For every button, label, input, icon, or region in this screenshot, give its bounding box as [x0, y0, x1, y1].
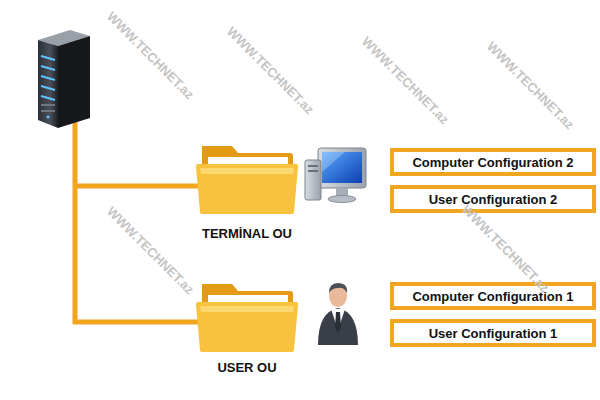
watermark: WWW.TECHNET.az — [483, 38, 576, 131]
folder-icon — [192, 276, 302, 356]
ou-folder: TERMİNAL OU — [188, 138, 306, 246]
watermark: WWW.TECHNET.az — [358, 33, 451, 126]
watermark: WWW.TECHNET.az — [103, 203, 196, 296]
watermark: WWW.TECHNET.az — [458, 201, 551, 294]
watermark: WWW.TECHNET.az — [223, 23, 316, 116]
config-label: User Configuration 1 — [429, 326, 558, 341]
ou-label: TERMİNAL OU — [188, 226, 306, 241]
server-icon — [38, 30, 90, 128]
config-box: User Configuration 2 — [390, 185, 596, 213]
folder-icon — [192, 138, 302, 218]
config-label: User Configuration 2 — [429, 192, 558, 207]
config-label: Computer Configuration 2 — [412, 155, 573, 170]
connector-tree — [73, 122, 205, 324]
ou-folder: USER OU — [188, 276, 306, 380]
user-icon — [318, 283, 358, 345]
config-label: Computer Configuration 1 — [412, 289, 573, 304]
config-box: User Configuration 1 — [390, 319, 596, 347]
computer-icon — [305, 148, 366, 203]
ou-label: USER OU — [188, 360, 306, 375]
config-box: Computer Configuration 2 — [390, 148, 596, 176]
watermark: WWW.TECHNET.az — [103, 8, 196, 101]
config-box: Computer Configuration 1 — [390, 282, 596, 310]
